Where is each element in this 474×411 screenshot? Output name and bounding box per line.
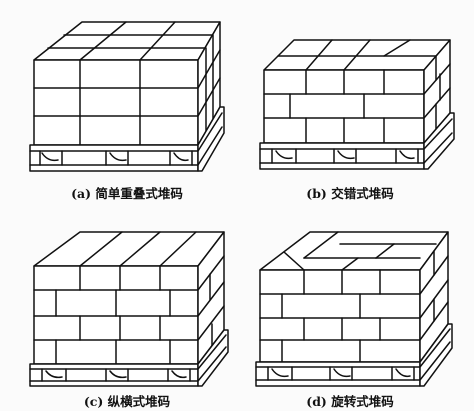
stack-c-crosswise	[29, 231, 229, 387]
pallet-b	[259, 112, 455, 170]
caption-b: (b) 交错式堆码	[306, 186, 394, 201]
caption-c: (c) 纵横式堆码	[83, 394, 171, 409]
caption-a: (a) 简单重叠式堆码	[71, 186, 183, 201]
stack-a-simple-overlap	[29, 21, 225, 172]
pallet-d	[255, 323, 453, 387]
pallet-c	[29, 329, 229, 387]
stack-b-staggered	[259, 39, 455, 170]
pallet-a	[29, 106, 225, 172]
stack-d-rotational	[255, 231, 453, 387]
caption-d: (d) 旋转式堆码	[306, 394, 394, 409]
